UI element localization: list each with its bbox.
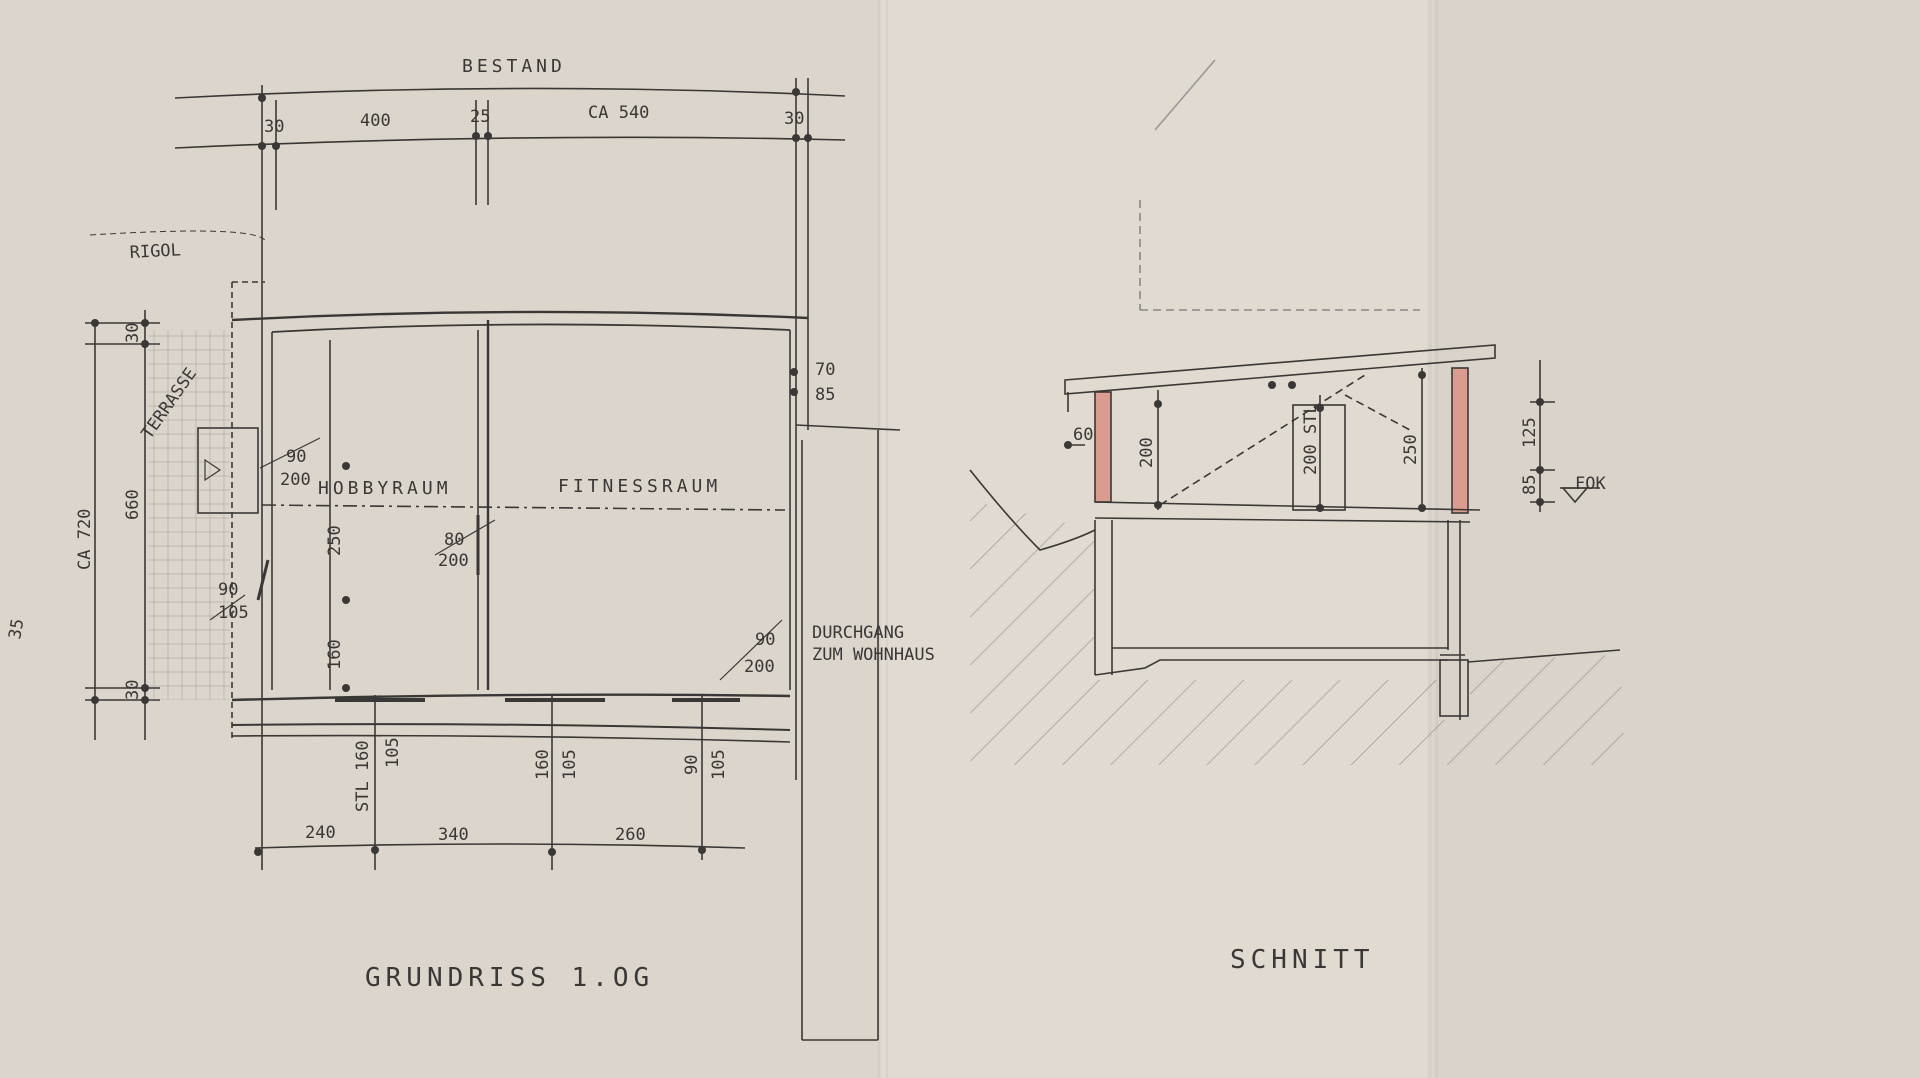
dim-label: CA 540 [588,103,649,123]
dim-label: 70 [815,360,835,380]
dim-label: 80 [444,530,464,550]
dim-label: 200 [1137,437,1157,468]
dim-label: 250 [1401,434,1421,465]
margin-note: 35 [5,617,28,641]
section-title: SCHNITT [1230,945,1375,975]
passage-label-line1: DURCHGANG [812,623,904,643]
passage-label-line2: ZUM WOHNHAUS [812,645,935,665]
dim-label: 25 [470,107,490,127]
plan-title: GRUNDRISS 1.OG [365,963,654,993]
dim-label: 340 [438,825,469,845]
dim-label: 105 [218,603,249,623]
dim-label: 30 [123,680,143,700]
dim-label: 85 [1520,475,1540,495]
dim-label: 240 [305,823,336,843]
paper-fold [1428,0,1438,1078]
dim-label: 200 STL [1301,403,1321,475]
room-label-hobby: HOBBYRAUM [318,478,452,499]
dim-label: 250 [325,525,345,556]
dim-label: 30 [123,323,143,343]
dim-label: 105 [383,737,403,768]
paper-fold [878,0,888,1078]
terrasse-label: TERRASSE [138,364,201,443]
top-label: BESTAND [462,56,566,77]
dim-label: 90 [218,580,238,600]
dim-label: 160 [533,749,553,780]
dim-label: 30 [264,117,284,137]
dim-label: STL 160 [353,740,373,812]
dim-label: 200 [280,470,311,490]
dim-label: 90 [755,630,775,650]
room-label-fitness: FITNESSRAUM [558,476,721,497]
dim-label: 160 [325,639,345,670]
rigol-label: RIGOL [129,240,181,263]
dim-label: 400 [360,111,391,131]
dim-label: CA 720 [75,509,95,570]
dim-label: 90 [682,755,702,775]
dim-label: 260 [615,825,646,845]
dim-label: 660 [123,489,143,520]
dim-label: 30 [784,109,804,129]
dim-label: 200 [744,657,775,677]
dim-label: 90 [286,447,306,467]
dim-label: 105 [560,749,580,780]
dim-label: 60 [1073,425,1093,445]
dim-label: 200 [438,551,469,571]
dim-label: 125 [1520,417,1540,448]
fok-label: FOK [1575,474,1606,494]
dim-label: 105 [709,749,729,780]
dim-label: 85 [815,385,835,405]
